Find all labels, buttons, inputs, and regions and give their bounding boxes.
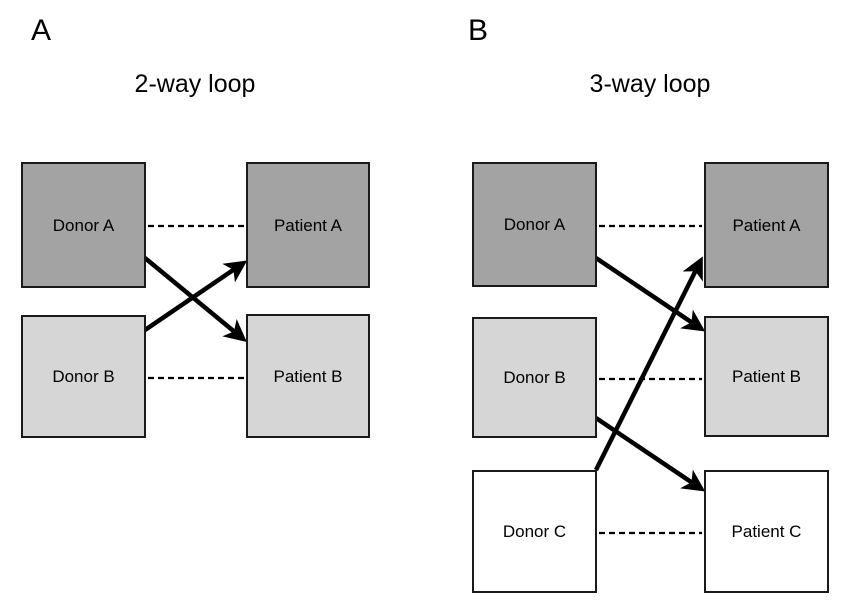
- panel-a-title: 2-way loop: [134, 70, 256, 98]
- node-patient-a[interactable]: Patient A: [246, 162, 370, 288]
- node-donor-b[interactable]: Donor B: [21, 315, 146, 438]
- node-patient-b[interactable]: Patient B: [704, 316, 829, 437]
- node-donor-c-label: Donor C: [502, 522, 567, 541]
- panel-b-letter: B: [468, 14, 489, 47]
- donation-arrow-donor-b-to-patient-c: [594, 416, 706, 492]
- node-patient-a-label: Patient A: [273, 215, 343, 235]
- node-donor-a[interactable]: Donor A: [472, 162, 597, 287]
- panel-a: A 2-way loop Donor A Donor B Patient: [21, 14, 370, 438]
- node-donor-b-label: Donor B: [503, 368, 566, 387]
- panel-a-letter: A: [31, 14, 52, 47]
- donation-arrow-donor-c-to-patient-a: [593, 256, 703, 472]
- node-donor-a[interactable]: Donor A: [21, 162, 146, 288]
- donation-arrow-donor-a-to-patient-b: [143, 256, 247, 343]
- node-patient-c-label: Patient C: [731, 522, 802, 541]
- node-donor-c[interactable]: Donor C: [472, 470, 597, 593]
- node-patient-c[interactable]: Patient C: [704, 470, 829, 593]
- donation-arrow-donor-b-to-patient-a: [143, 260, 248, 332]
- node-donor-b[interactable]: Donor B: [472, 317, 597, 438]
- node-donor-a-label: Donor A: [52, 215, 115, 235]
- node-patient-b-label: Patient B: [273, 366, 343, 386]
- node-donor-b-label: Donor B: [52, 367, 115, 386]
- node-patient-a[interactable]: Patient A: [704, 162, 829, 288]
- node-patient-a-label: Patient A: [732, 215, 801, 235]
- node-donor-a-label: Donor A: [503, 215, 566, 234]
- panel-b-title: 3-way loop: [589, 70, 711, 98]
- node-patient-b-label: Patient B: [732, 367, 801, 386]
- donation-arrow-donor-a-to-patient-b: [594, 256, 706, 332]
- panel-b: B 3-way loop Donor A: [425, 0, 850, 615]
- node-patient-b[interactable]: Patient B: [246, 314, 370, 438]
